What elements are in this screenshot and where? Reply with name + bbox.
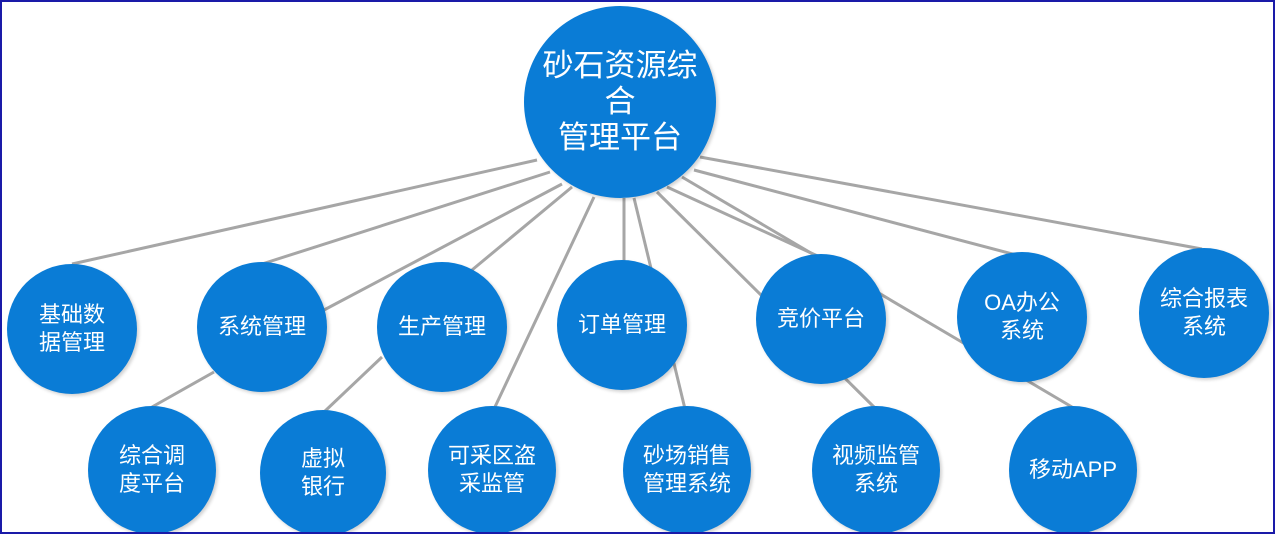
- node-production-mgmt[interactable]: 生产管理: [377, 262, 507, 392]
- node-bidding-platform[interactable]: 竞价平台: [756, 254, 886, 384]
- node-sand-sales-system[interactable]: 砂场销售 管理系统: [623, 406, 751, 532]
- node-mobile-app[interactable]: 移动APP: [1009, 406, 1137, 532]
- node-basic-data-mgmt[interactable]: 基础数 据管理: [7, 264, 137, 394]
- connector-system-to-dispatch: [151, 370, 215, 409]
- connector-root-production: [471, 185, 573, 272]
- connector-root-mining-supervision: [492, 196, 596, 410]
- connector-root-bidding: [666, 185, 823, 260]
- connector-root-dispatch: [323, 182, 563, 312]
- root-node-platform[interactable]: 砂石资源综合 管理平台: [524, 6, 716, 198]
- connector-root-basic-data: [71, 158, 538, 266]
- node-virtual-bank[interactable]: 虚拟 银行: [260, 410, 386, 532]
- node-mining-area-supervision[interactable]: 可采区盗 采监管: [428, 406, 556, 532]
- node-order-mgmt[interactable]: 订单管理: [557, 260, 687, 390]
- node-report-system[interactable]: 综合报表 系统: [1139, 248, 1269, 378]
- connector-root-reports: [699, 155, 1203, 251]
- node-oa-office-system[interactable]: OA办公 系统: [957, 252, 1087, 382]
- node-video-supervision[interactable]: 视频监管 系统: [812, 406, 940, 532]
- connector-root-system-mgmt: [261, 170, 551, 266]
- node-system-mgmt[interactable]: 系统管理: [197, 262, 327, 392]
- node-dispatch-platform[interactable]: 综合调 度平台: [88, 406, 216, 532]
- connector-production-to-virtual-bank: [322, 355, 384, 414]
- connector-root-oa: [693, 168, 1021, 258]
